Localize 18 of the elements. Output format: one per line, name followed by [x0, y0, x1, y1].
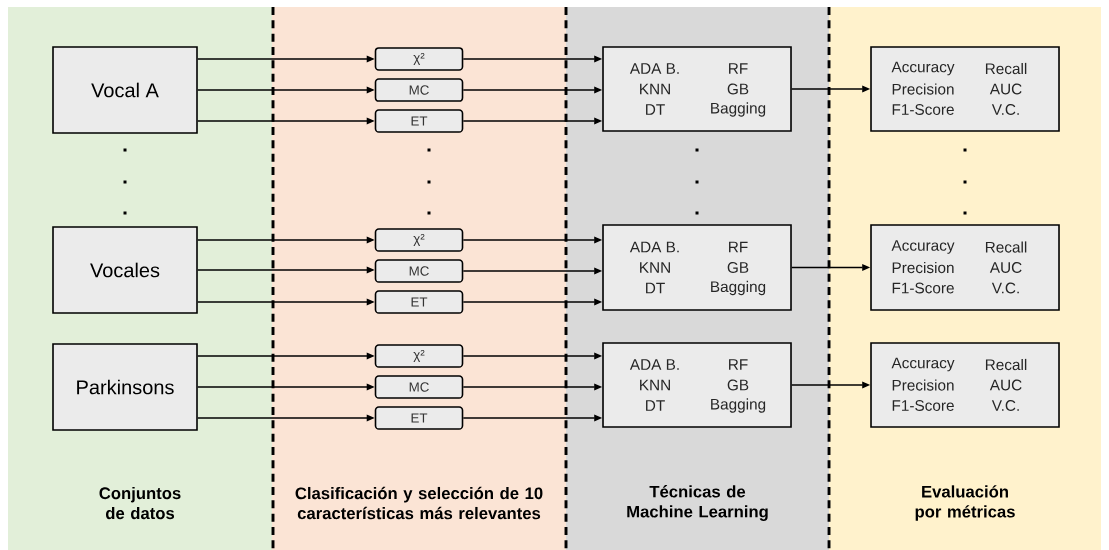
technique-box: Accuracy Recall Precision AUC F1-Score V.C.	[870, 46, 1060, 132]
method-box: MC	[374, 259, 464, 283]
dataset-box: Vocal A	[52, 46, 198, 134]
method-box: χ²	[374, 228, 464, 252]
technique-box: ADA B. RF KNN GB DT Bagging	[602, 342, 792, 428]
technique-box: ADA B. RF KNN GB DT Bagging	[602, 224, 792, 311]
dataset-box: Parkinsons	[52, 343, 198, 431]
technique-box: Accuracy Recall Precision AUC F1-Score V.C.	[870, 342, 1060, 428]
method-box: MC	[374, 78, 464, 102]
dataset-box: Vocales	[52, 226, 198, 314]
method-box: ET	[374, 406, 464, 430]
technique-box: Accuracy Recall Precision AUC F1-Score V.C.	[870, 224, 1060, 311]
method-box: MC	[374, 375, 464, 399]
method-box: ET	[374, 290, 464, 314]
method-box: χ²	[374, 47, 464, 71]
method-box: χ²	[374, 344, 464, 368]
technique-box: ADA B. RF KNN GB DT Bagging	[602, 46, 792, 132]
method-box: ET	[374, 109, 464, 133]
